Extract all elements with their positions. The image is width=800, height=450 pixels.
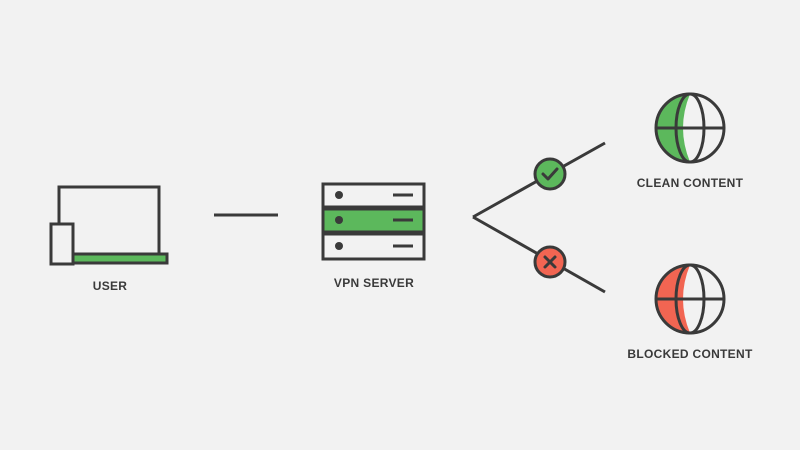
server-icon <box>321 182 426 261</box>
server-led-top <box>335 191 343 199</box>
server-unit-top <box>321 182 426 209</box>
globe-icon-clean <box>654 92 726 164</box>
laptop-icon <box>49 185 169 266</box>
clean-content-label: CLEAN CONTENT <box>636 176 744 190</box>
globe-icon-blocked <box>654 263 726 335</box>
blocked-content-label: BLOCKED CONTENT <box>627 347 753 361</box>
vpn-server-label: VPN SERVER <box>333 276 415 290</box>
check-icon <box>533 157 567 191</box>
phone-device <box>49 222 75 266</box>
user-label: USER <box>92 279 128 293</box>
server-unit-middle <box>321 207 426 234</box>
x-icon <box>533 245 567 279</box>
server-led-middle <box>335 216 343 224</box>
laptop-base <box>71 252 169 265</box>
server-led-bottom <box>335 242 343 250</box>
